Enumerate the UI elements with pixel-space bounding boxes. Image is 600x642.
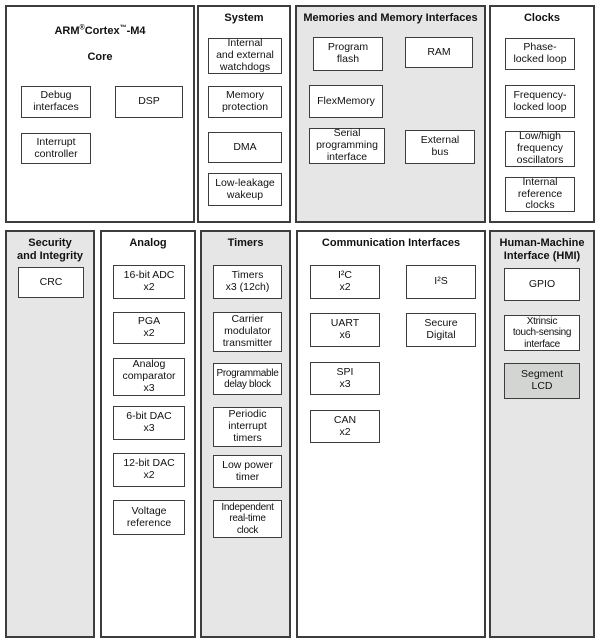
block-i2c: I²C x2 (310, 265, 380, 299)
core-title-line2: Core (87, 50, 113, 63)
block-internal-reference-clocks: Internal reference clocks (505, 176, 575, 212)
block-12bit-dac: 12-bit DAC x2 (113, 453, 185, 487)
section-clocks: Clocks Phase- locked loop Frequency- loc… (489, 5, 595, 223)
section-title-communication-interfaces: Communication Interfaces (321, 237, 461, 249)
block-i2s: I²S (406, 265, 476, 299)
block-dma: DMA (208, 132, 282, 163)
block-frequency-locked-loop: Frequency- locked loop (505, 85, 575, 118)
section-title-memories: Memories and Memory Interfaces (303, 12, 478, 24)
section-system: System Internal and external watchdogs M… (197, 5, 291, 223)
block-gpio: GPIO (504, 268, 580, 301)
block-programmable-delay-block: Programmable delay block (213, 363, 282, 395)
section-memories: Memories and Memory Interfaces Program f… (295, 5, 486, 223)
section-hmi: Human-Machine Interface (HMI) GPIO Xtrin… (489, 230, 595, 638)
block-carrier-modulator-transmitter: Carrier modulator transmitter (213, 312, 282, 352)
block-6bit-dac: 6-bit DAC x3 (113, 406, 185, 440)
block-ram: RAM (405, 37, 473, 68)
section-communication-interfaces: Communication Interfaces I²C x2 UART x6 … (296, 230, 486, 638)
block-debug-interfaces: Debug interfaces (21, 86, 91, 118)
section-analog: Analog 16-bit ADC x2 PGA x2 Analog compa… (100, 230, 196, 638)
block-interrupt-controller: Interrupt controller (21, 133, 91, 164)
block-phase-locked-loop: Phase- locked loop (505, 38, 575, 70)
section-security-integrity: Security and Integrity CRC (5, 230, 95, 638)
block-program-flash: Program flash (313, 37, 383, 71)
block-periodic-interrupt-timers: Periodic interrupt timers (213, 407, 282, 447)
block-serial-programming-interface: Serial programming interface (309, 127, 385, 164)
block-xtrinsic-touch-sensing-interface: Xtrinsic touch-sensing interface (504, 315, 580, 351)
block-dsp: DSP (115, 86, 183, 118)
section-title-security-integrity: Security and Integrity (16, 237, 83, 262)
section-title-system: System (224, 12, 264, 24)
block-memory-protection: Memory protection (208, 86, 282, 118)
block-16bit-adc: 16-bit ADC x2 (113, 265, 185, 299)
section-title-arm-cortex-m4-core: ARM®Cortex™-M4 Core (7, 12, 193, 77)
block-timers: Timers x3 (12ch) (213, 265, 282, 299)
core-title-line1: ARM®Cortex™-M4 (54, 24, 146, 37)
block-external-bus: External bus (405, 130, 475, 164)
section-timers: Timers Timers x3 (12ch) Carrier modulato… (200, 230, 291, 638)
block-low-leakage-wakeup: Low-leakage wakeup (208, 173, 282, 206)
block-crc: CRC (18, 267, 84, 298)
block-analog-comparator: Analog comparator x3 (113, 358, 185, 396)
block-low-power-timer: Low power timer (213, 455, 282, 488)
section-title-timers: Timers (227, 237, 264, 249)
section-title-clocks: Clocks (523, 12, 561, 24)
section-arm-cortex-m4-core: ARM®Cortex™-M4 Core Debug interfaces DSP… (5, 5, 195, 223)
block-voltage-reference: Voltage reference (113, 500, 185, 535)
block-internal-external-watchdogs: Internal and external watchdogs (208, 37, 282, 74)
block-independent-real-time-clock: Independent real-time clock (213, 500, 282, 538)
section-title-hmi: Human-Machine Interface (HMI) (499, 237, 585, 262)
registered-mark: ® (79, 24, 85, 32)
block-spi: SPI x3 (310, 362, 380, 395)
section-title-analog: Analog (129, 237, 167, 249)
block-pga: PGA x2 (113, 312, 185, 344)
block-secure-digital: Secure Digital (406, 313, 476, 347)
block-uart: UART x6 (310, 313, 380, 347)
block-flexmemory: FlexMemory (309, 85, 383, 118)
block-can: CAN x2 (310, 410, 380, 443)
trademark-mark: ™ (119, 24, 127, 32)
block-segment-lcd: Segment LCD (504, 363, 580, 399)
block-low-high-frequency-oscillators: Low/high frequency oscillators (505, 130, 575, 167)
